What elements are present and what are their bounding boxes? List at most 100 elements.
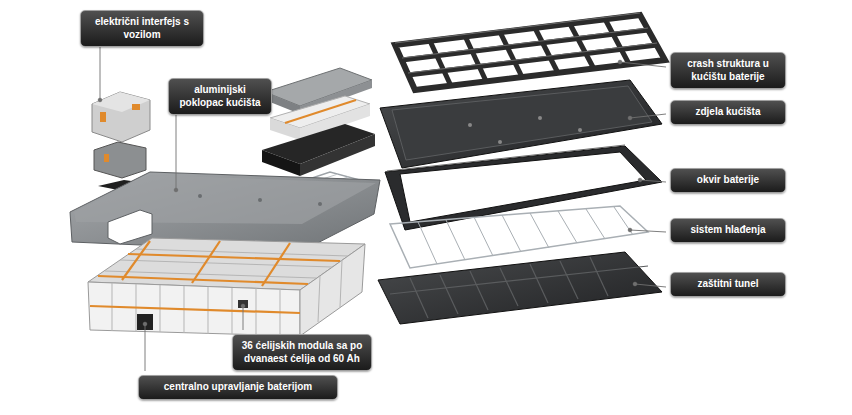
bowl-hole <box>498 140 502 144</box>
tunnel-ribs <box>500 268 518 306</box>
leader-lines <box>98 46 666 371</box>
cooling-tube <box>502 215 521 252</box>
leader-dot <box>628 228 632 232</box>
leader-line <box>243 306 244 330</box>
modules-busbars <box>98 276 308 284</box>
cover-bolt <box>198 194 202 198</box>
modules-busbars <box>262 243 290 286</box>
callout-box: 36 ćelijskih modula sa po dvanaest ćelij… <box>232 334 372 371</box>
callout-box: sistem hlađenja <box>670 218 786 243</box>
cooling-tube <box>446 220 465 260</box>
callout-label: centralno upravljanje baterijom <box>164 381 312 394</box>
housing-bowl <box>380 80 662 168</box>
crash-bars <box>535 28 558 73</box>
interface-connector <box>104 154 109 162</box>
tunnel-ribs <box>390 257 648 318</box>
leader-line <box>100 46 101 100</box>
cooling-tube <box>530 213 549 248</box>
leader-line <box>630 230 666 232</box>
interface-connector <box>100 112 106 122</box>
leader-line <box>176 114 177 190</box>
modules-cell-lines <box>340 260 342 307</box>
cooling-tube <box>586 209 605 239</box>
crash-structure <box>395 13 665 90</box>
callout-box: crash struktura u kućištu baterije <box>670 52 786 89</box>
modules-busbars <box>128 254 340 261</box>
modules-cell-lines <box>105 249 348 335</box>
callout-box: aluminijski poklopac kućišta <box>168 78 272 115</box>
cover-top <box>74 175 376 224</box>
crash-bars <box>605 19 629 64</box>
tunnel-ribs <box>560 261 578 299</box>
tunnel-ribs <box>590 257 608 296</box>
modules-cell-lines <box>120 260 332 267</box>
module-busbar <box>285 100 356 123</box>
crash-bars <box>570 24 594 69</box>
frame-ring <box>385 146 662 230</box>
leader-dot <box>638 178 642 182</box>
cooling-tube <box>614 207 633 235</box>
modules-cell-lines <box>318 276 320 322</box>
tunnel-ribs <box>440 275 458 314</box>
interface-box <box>92 92 150 142</box>
callout-label: aluminijski poklopac kućišta <box>175 84 265 109</box>
cooling-tube <box>558 211 577 243</box>
frame-highlight <box>387 145 625 171</box>
tunnel-ribs <box>470 271 488 310</box>
module-connector <box>238 300 248 308</box>
cover-bolt <box>318 202 322 206</box>
interface-module <box>94 142 146 178</box>
modules-busbars <box>90 306 300 313</box>
tunnel-ribs <box>530 264 548 303</box>
callout-label: zaštitni tunel <box>697 278 758 291</box>
callout-label: okvir baterije <box>697 174 759 187</box>
cover-cutout <box>108 210 152 244</box>
callout-box: zdjela kućišta <box>670 100 786 125</box>
crash-bars <box>465 36 486 81</box>
callout-label: električni interfejs s vozilom <box>87 16 197 41</box>
leader-dot <box>143 322 147 326</box>
bowl-hole <box>468 123 472 127</box>
leader-line <box>640 180 666 182</box>
callout-label: 36 ćelijskih modula sa po dvanaest ćelij… <box>239 340 365 365</box>
leader-line <box>635 284 666 287</box>
bowl-body <box>380 80 662 168</box>
crash-bars <box>500 32 522 77</box>
cooling-tube <box>474 217 493 256</box>
crash-highlights <box>395 13 657 73</box>
callout-box: električni interfejs s vozilom <box>80 10 204 47</box>
leader-dot <box>633 282 637 286</box>
callout-label: zdjela kućišta <box>695 106 760 119</box>
callout-box: okvir baterije <box>670 168 786 193</box>
tunnel-body <box>378 252 662 324</box>
protective-tunnel <box>378 252 662 324</box>
modules-busbars <box>90 241 340 313</box>
modules-busbars <box>192 241 220 283</box>
callout-box: centralno upravljanje baterijom <box>138 375 338 400</box>
crash-bars <box>430 41 451 86</box>
cover-bolt <box>258 198 262 202</box>
leader-dot <box>174 188 178 192</box>
tunnel-ribs <box>390 266 648 294</box>
leader-dot <box>618 60 622 64</box>
tunnel-ribs <box>410 278 428 318</box>
crash-highlights <box>408 43 657 73</box>
bowl-hole <box>578 128 582 132</box>
callout-box: zaštitni tunel <box>670 272 786 297</box>
crash-highlights <box>402 28 648 58</box>
callout-label: crash struktura u kućištu baterije <box>677 58 779 83</box>
modules-busbars <box>122 241 150 280</box>
cooling-tube <box>418 222 437 264</box>
module-cells-side <box>270 118 300 140</box>
crash-highlights <box>395 13 640 43</box>
leader-dot <box>628 116 632 120</box>
modules-front <box>88 282 300 336</box>
modules-side <box>300 244 365 336</box>
bowl-hole <box>538 116 542 120</box>
leader-dot <box>241 304 245 308</box>
leader-dot <box>98 98 102 102</box>
crash-bars <box>402 19 657 86</box>
leader-line <box>145 324 146 371</box>
leader-line <box>620 62 666 67</box>
